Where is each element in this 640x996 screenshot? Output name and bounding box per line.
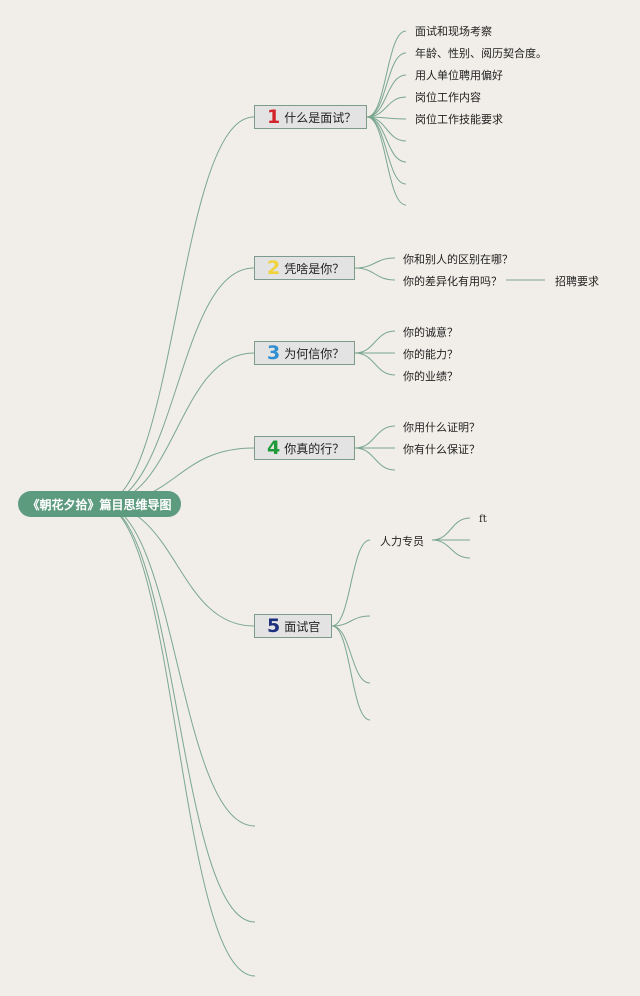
leaf-1-1[interactable]: 面试和现场考察 xyxy=(415,25,492,38)
branch5-connector-2 xyxy=(331,615,371,627)
root-title: 《朝花夕拾》篇目思维导图 xyxy=(27,497,172,512)
branch1-connector-2 xyxy=(366,52,407,118)
branch1-connector-7 xyxy=(366,116,407,163)
leaf-3-3[interactable]: 你的业绩？ xyxy=(403,370,458,383)
branch-label-5: 面试官 xyxy=(284,619,321,634)
branch3-connector-3 xyxy=(354,352,396,376)
root-connector-empty-3 xyxy=(99,503,256,977)
root-connector-2 xyxy=(99,267,255,505)
branch-number-1: 1 xyxy=(267,105,281,128)
leaf-4-2[interactable]: 你有什么保证？ xyxy=(403,443,480,456)
branch-label-3: 为何信你？ xyxy=(284,346,345,361)
branch-number-5: 5 xyxy=(267,614,281,637)
branch-node-3[interactable]: 3 为何信你？ xyxy=(254,341,355,365)
branch1-connector-9 xyxy=(366,116,407,206)
leaf-1-3[interactable]: 用人单位聘用偏好 xyxy=(415,69,503,82)
branch-node-4[interactable]: 4 你真的行？ xyxy=(254,436,355,460)
branch-number-4: 4 xyxy=(267,436,281,459)
branch4-connector-3 xyxy=(354,447,396,471)
branch-label-4: 你真的行？ xyxy=(284,441,345,456)
root-connector-1 xyxy=(99,116,255,505)
branch5-connector-3 xyxy=(331,625,371,684)
branch2-connector-2 xyxy=(354,267,396,281)
leaf-1-4[interactable]: 岗位工作内容 xyxy=(415,91,481,104)
leaf-2-2-1[interactable]: 招聘要求 xyxy=(555,275,599,288)
branch1-connector-1 xyxy=(366,30,407,118)
branch5-sub-connector-3 xyxy=(431,539,471,559)
branch-node-5[interactable]: 5 面试官 xyxy=(254,614,332,638)
branch5-connector-1 xyxy=(331,539,371,627)
leaf-4-1[interactable]: 你用什么证明？ xyxy=(403,421,480,434)
branch-number-2: 2 xyxy=(267,256,281,279)
branch5-connector-4 xyxy=(331,625,371,721)
leaf-5-1[interactable]: 人力专员 xyxy=(380,535,424,548)
branch-node-2[interactable]: 2 凭啥是你？ xyxy=(254,256,355,280)
branch4-connector-1 xyxy=(354,425,396,449)
branch-label-2: 凭啥是你？ xyxy=(284,261,345,276)
leaf-2-1[interactable]: 你和别人的区别在哪？ xyxy=(403,253,513,266)
branch5-sub-connector-1 xyxy=(431,517,471,541)
leaf-1-2[interactable]: 年龄、性别、阅历契合度。 xyxy=(415,47,547,60)
branch1-connector-3 xyxy=(366,74,407,118)
root-connector-5 xyxy=(99,503,255,627)
branch-node-1[interactable]: 1 什么是面试？ xyxy=(254,105,367,129)
branch-number-3: 3 xyxy=(267,341,281,364)
root-connector-3 xyxy=(99,352,255,505)
branch1-connector-8 xyxy=(366,116,407,185)
leaf-2-2[interactable]: 你的差异化有用吗？ xyxy=(403,275,502,288)
root-node[interactable]: 《朝花夕拾》篇目思维导图 xyxy=(18,491,181,517)
root-connector-empty-1 xyxy=(99,503,256,827)
branch3-connector-1 xyxy=(354,330,396,354)
root-connector-empty-2 xyxy=(99,503,256,923)
leaf-3-1[interactable]: 你的诚意？ xyxy=(403,326,458,339)
leaf-1-5[interactable]: 岗位工作技能要求 xyxy=(415,113,503,126)
leaf-5-1-1[interactable]: ft xyxy=(479,514,487,525)
branch2-connector-1 xyxy=(354,257,396,269)
branch1-connector-4 xyxy=(366,96,407,118)
branch-label-1: 什么是面试？ xyxy=(284,110,357,125)
leaf-3-2[interactable]: 你的能力？ xyxy=(403,348,458,361)
